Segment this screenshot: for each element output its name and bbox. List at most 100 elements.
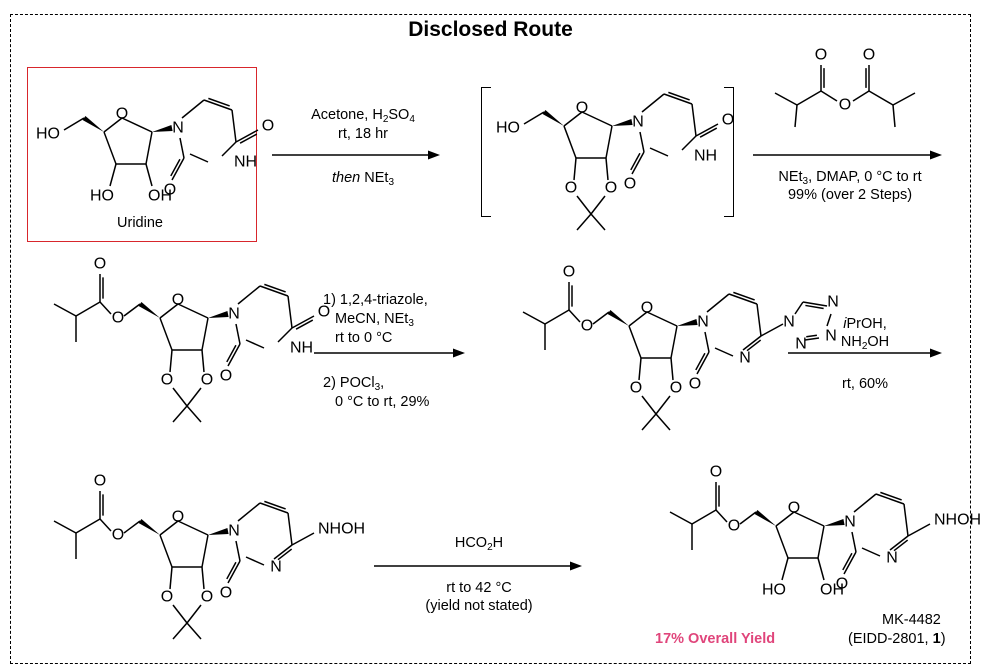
- ring-double-bond: [804, 337, 820, 341]
- wedge-bond: [82, 115, 104, 132]
- step3-line3: rt to 0 °C: [335, 330, 393, 346]
- bond: [861, 547, 881, 557]
- hydroxyl-label: HO: [36, 126, 60, 143]
- ring-oxygen: O: [116, 106, 128, 123]
- bond: [691, 509, 717, 525]
- overall-yield: 17% Overall Yield: [655, 631, 776, 647]
- bond: [704, 331, 710, 353]
- bond: [159, 317, 173, 351]
- bond: [641, 93, 665, 113]
- bond: [760, 323, 784, 337]
- bond: [774, 92, 798, 106]
- bracket-right: [724, 87, 734, 217]
- bond: [796, 90, 822, 106]
- bond: [189, 153, 209, 163]
- carbonyl-bond: [227, 343, 241, 367]
- arrow-head: [570, 561, 582, 571]
- wedge-bond: [208, 311, 229, 318]
- bond: [277, 327, 293, 343]
- bond: [590, 213, 606, 231]
- ring-oxygen: O: [576, 100, 588, 117]
- step2-yield: 99% (over 2 Steps): [787, 187, 913, 203]
- acetonide-oxygen: O: [201, 372, 213, 389]
- ester-oxygen: O: [728, 518, 740, 535]
- carbonyl-oxygen: O: [94, 473, 106, 490]
- acetonide-oxygen: O: [161, 589, 173, 606]
- uridine-highlight-box: [27, 67, 257, 242]
- ring-double-bond: [259, 502, 289, 514]
- bond: [145, 163, 153, 187]
- ring-double-bond: [273, 544, 293, 560]
- wedge-bond: [138, 301, 160, 318]
- ring-nitrogen: N: [228, 306, 240, 323]
- uridine-label: Uridine: [117, 215, 163, 231]
- bond: [172, 622, 188, 640]
- ring-double-bond: [805, 304, 824, 310]
- carbonyl-oxygen: O: [836, 576, 848, 593]
- carbonyl-oxygen: O: [710, 464, 722, 481]
- wedge-bond: [138, 518, 160, 535]
- bond: [691, 103, 697, 137]
- bond: [109, 163, 117, 187]
- acetonide-oxygen: O: [161, 372, 173, 389]
- bond: [287, 512, 293, 546]
- hydroxyamino-label: NHOH: [934, 512, 981, 529]
- ring-double-bond: [668, 91, 690, 101]
- bond: [775, 525, 789, 559]
- bond: [576, 213, 592, 231]
- bond: [628, 311, 648, 327]
- bond: [159, 534, 173, 568]
- bond: [99, 518, 112, 532]
- bond: [201, 317, 209, 351]
- bond: [75, 518, 101, 534]
- step3-line1: 1) 1,2,4-triazole,: [323, 292, 428, 308]
- bond: [903, 503, 909, 537]
- bond: [868, 90, 894, 106]
- product-name: MK-4482: [882, 612, 941, 628]
- bond: [590, 195, 606, 215]
- bond: [681, 135, 697, 151]
- bond: [201, 534, 209, 568]
- ring-double-bond: [742, 335, 762, 351]
- ring-nitrogen: N: [886, 550, 898, 567]
- bond: [793, 511, 825, 527]
- ring-double-bond: [663, 93, 693, 105]
- bond: [573, 157, 577, 181]
- bond: [641, 395, 657, 415]
- carbonyl-bond: [699, 127, 718, 138]
- bond: [181, 99, 205, 119]
- bond: [853, 493, 877, 513]
- bond: [794, 104, 798, 128]
- bond: [231, 109, 237, 143]
- carbonyl-bond: [631, 151, 645, 175]
- bond: [179, 137, 185, 159]
- bond: [639, 131, 645, 153]
- bond: [605, 157, 609, 181]
- carbonyl-oxygen: O: [220, 368, 232, 385]
- bond: [221, 141, 237, 157]
- route-frame: Disclosed Route: [10, 14, 971, 664]
- bond: [669, 511, 693, 525]
- step3-line4: 2) POCl3,: [323, 375, 385, 393]
- bond: [563, 125, 577, 159]
- ring-double-bond: [806, 334, 818, 338]
- carbonyl-bond: [695, 123, 719, 137]
- carbonyl-oxygen: O: [563, 264, 575, 281]
- ring-nitrogen: N: [632, 114, 644, 131]
- carbonyl-bond: [696, 351, 710, 375]
- bond: [99, 301, 112, 315]
- bond: [121, 117, 153, 133]
- bond: [817, 525, 825, 559]
- scheme-title: Disclosed Route: [400, 18, 581, 42]
- carbonyl-bond: [226, 344, 237, 363]
- step4-line3: rt, 60%: [842, 376, 888, 392]
- triazole-n: N: [783, 314, 795, 331]
- ring-double-bond: [728, 293, 758, 305]
- ring-nitrogen: N: [697, 314, 709, 331]
- wedge-bond: [542, 109, 564, 126]
- bond: [826, 313, 832, 327]
- step1-reagents: Acetone, H2SO4: [311, 107, 415, 125]
- bond: [605, 125, 613, 159]
- bond: [186, 622, 202, 640]
- bond: [103, 131, 117, 165]
